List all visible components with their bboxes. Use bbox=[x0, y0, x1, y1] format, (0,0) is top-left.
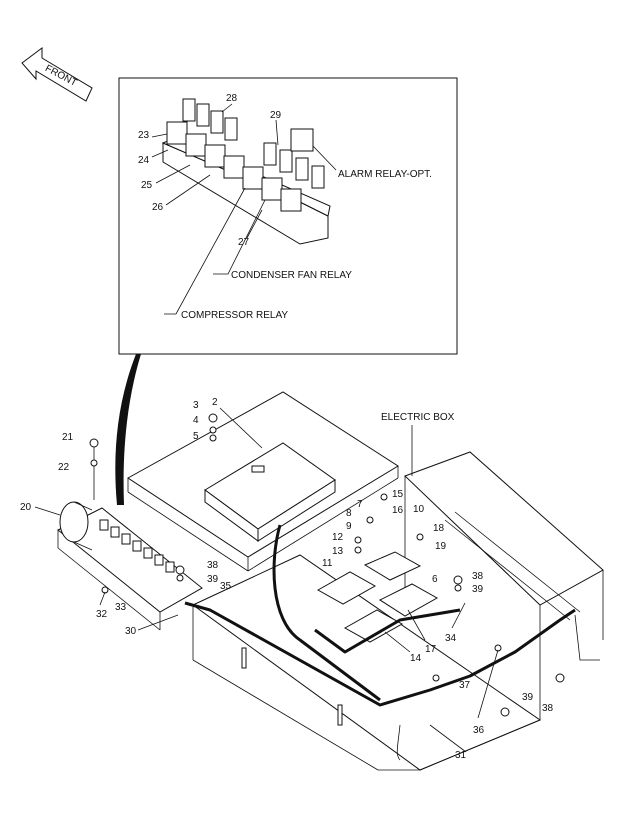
alarm-relay bbox=[290, 128, 314, 152]
callout-15: 15 bbox=[392, 489, 404, 500]
callout-30: 30 bbox=[125, 626, 137, 637]
callout-36: 36 bbox=[473, 725, 485, 736]
callout-35: 35 bbox=[220, 581, 232, 592]
callout-9: 9 bbox=[346, 521, 352, 532]
panel-relays bbox=[99, 519, 175, 573]
hardware bbox=[89, 413, 565, 717]
callout-39-mid: 39 bbox=[472, 584, 484, 595]
callout-7: 7 bbox=[357, 499, 363, 510]
callout-16: 16 bbox=[392, 505, 404, 516]
callout-39-right: 39 bbox=[522, 692, 534, 703]
callout-4: 4 bbox=[193, 415, 199, 426]
callout-2: 2 bbox=[212, 397, 218, 408]
callout-10: 10 bbox=[413, 504, 425, 515]
relay-label-tags bbox=[182, 98, 325, 189]
alarm-relay-caption: ALARM RELAY-OPT. bbox=[338, 169, 432, 180]
relay-row bbox=[166, 121, 302, 212]
callout-38-mid: 38 bbox=[472, 571, 484, 582]
callout-31: 31 bbox=[455, 750, 467, 761]
callout-32: 32 bbox=[96, 609, 108, 620]
wiring-harness bbox=[184, 601, 576, 707]
callout-25: 25 bbox=[141, 180, 153, 191]
relay-inset: ALARM RELAY-OPT. CONDENSER FAN RELAY COM… bbox=[118, 77, 458, 355]
callout-34: 34 bbox=[445, 633, 457, 644]
callout-5: 5 bbox=[193, 431, 199, 442]
callout-26: 26 bbox=[152, 202, 164, 213]
detail-pointer bbox=[115, 354, 141, 505]
callout-21: 21 bbox=[62, 432, 74, 443]
motor-cylinder bbox=[59, 501, 89, 543]
callout-23: 23 bbox=[138, 130, 150, 141]
callout-28: 28 bbox=[226, 93, 238, 104]
callout-19: 19 bbox=[435, 541, 447, 552]
callout-33: 33 bbox=[115, 602, 127, 613]
callout-38-right: 38 bbox=[542, 703, 554, 714]
callout-27: 27 bbox=[238, 237, 250, 248]
callout-6: 6 bbox=[432, 574, 438, 585]
callout-20: 20 bbox=[20, 502, 32, 513]
callout-11: 11 bbox=[322, 558, 333, 569]
callout-12: 12 bbox=[332, 532, 344, 543]
callout-8: 8 bbox=[346, 508, 352, 519]
callout-38-left: 38 bbox=[207, 560, 219, 571]
front-arrow: FRONT bbox=[21, 47, 93, 102]
compressor-relay-caption: COMPRESSOR RELAY bbox=[181, 310, 288, 321]
callout-24: 24 bbox=[138, 155, 150, 166]
callout-18: 18 bbox=[433, 523, 445, 534]
electric-box-caption: ELECTRIC BOX bbox=[381, 412, 455, 423]
callout-14: 14 bbox=[410, 653, 422, 664]
main-assembly: ELECTRIC BOX 2 3 4 5 6 7 8 9 10 11 12 13… bbox=[20, 391, 604, 771]
condenser-fan-relay-caption: CONDENSER FAN RELAY bbox=[231, 270, 352, 281]
callout-3: 3 bbox=[193, 400, 199, 411]
callout-17: 17 bbox=[425, 644, 437, 655]
callout-39-left: 39 bbox=[207, 574, 219, 585]
callout-22: 22 bbox=[58, 462, 70, 473]
callout-29: 29 bbox=[270, 110, 282, 121]
callout-37: 37 bbox=[459, 680, 471, 691]
callout-13: 13 bbox=[332, 546, 344, 557]
